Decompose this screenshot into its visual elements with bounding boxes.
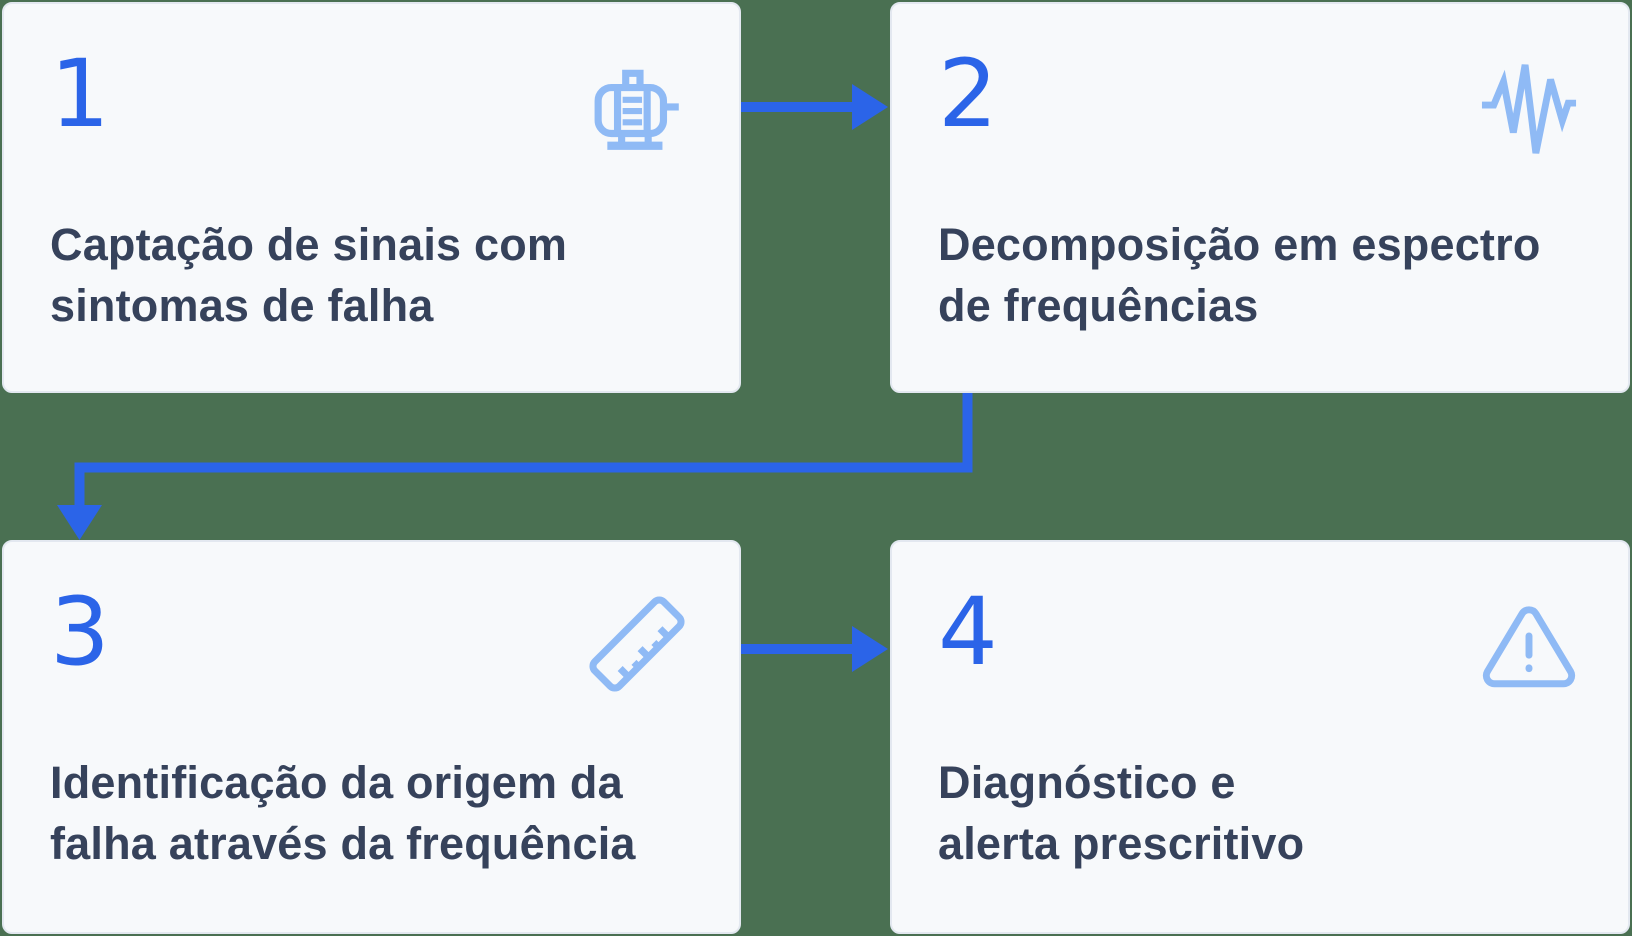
step-card-1: 1 Captação de sinais com sintomas de fal… [2, 2, 741, 393]
step-description: Identificação da origem da falha através… [50, 757, 636, 869]
step-number: 3 [50, 578, 110, 687]
ruler-icon [589, 596, 685, 692]
step-description: Captação de sinais com sintomas de falha [50, 219, 568, 331]
waveform-icon [1481, 64, 1577, 154]
step-description: Diagnóstico e alerta prescritivo [938, 757, 1305, 869]
step-card-2: 2 Decomposição em espectro de frequência… [890, 2, 1630, 393]
step-number: 2 [938, 40, 998, 149]
flow-arrow-2-3 [57, 393, 973, 540]
step-number: 1 [50, 40, 110, 149]
step-card-4: 4 Diagnóstico e alerta prescritivo [890, 540, 1630, 934]
step-number: 4 [938, 578, 998, 687]
flow-arrow-1-2 [741, 84, 888, 130]
step-card-3: 3 Identificação da origem da falha atrav… [2, 540, 741, 934]
alert-triangle-icon [1482, 606, 1576, 688]
motor-icon [594, 69, 679, 150]
flow-arrow-3-4 [741, 626, 888, 672]
step-description: Decomposição em espectro de frequências [938, 219, 1541, 331]
